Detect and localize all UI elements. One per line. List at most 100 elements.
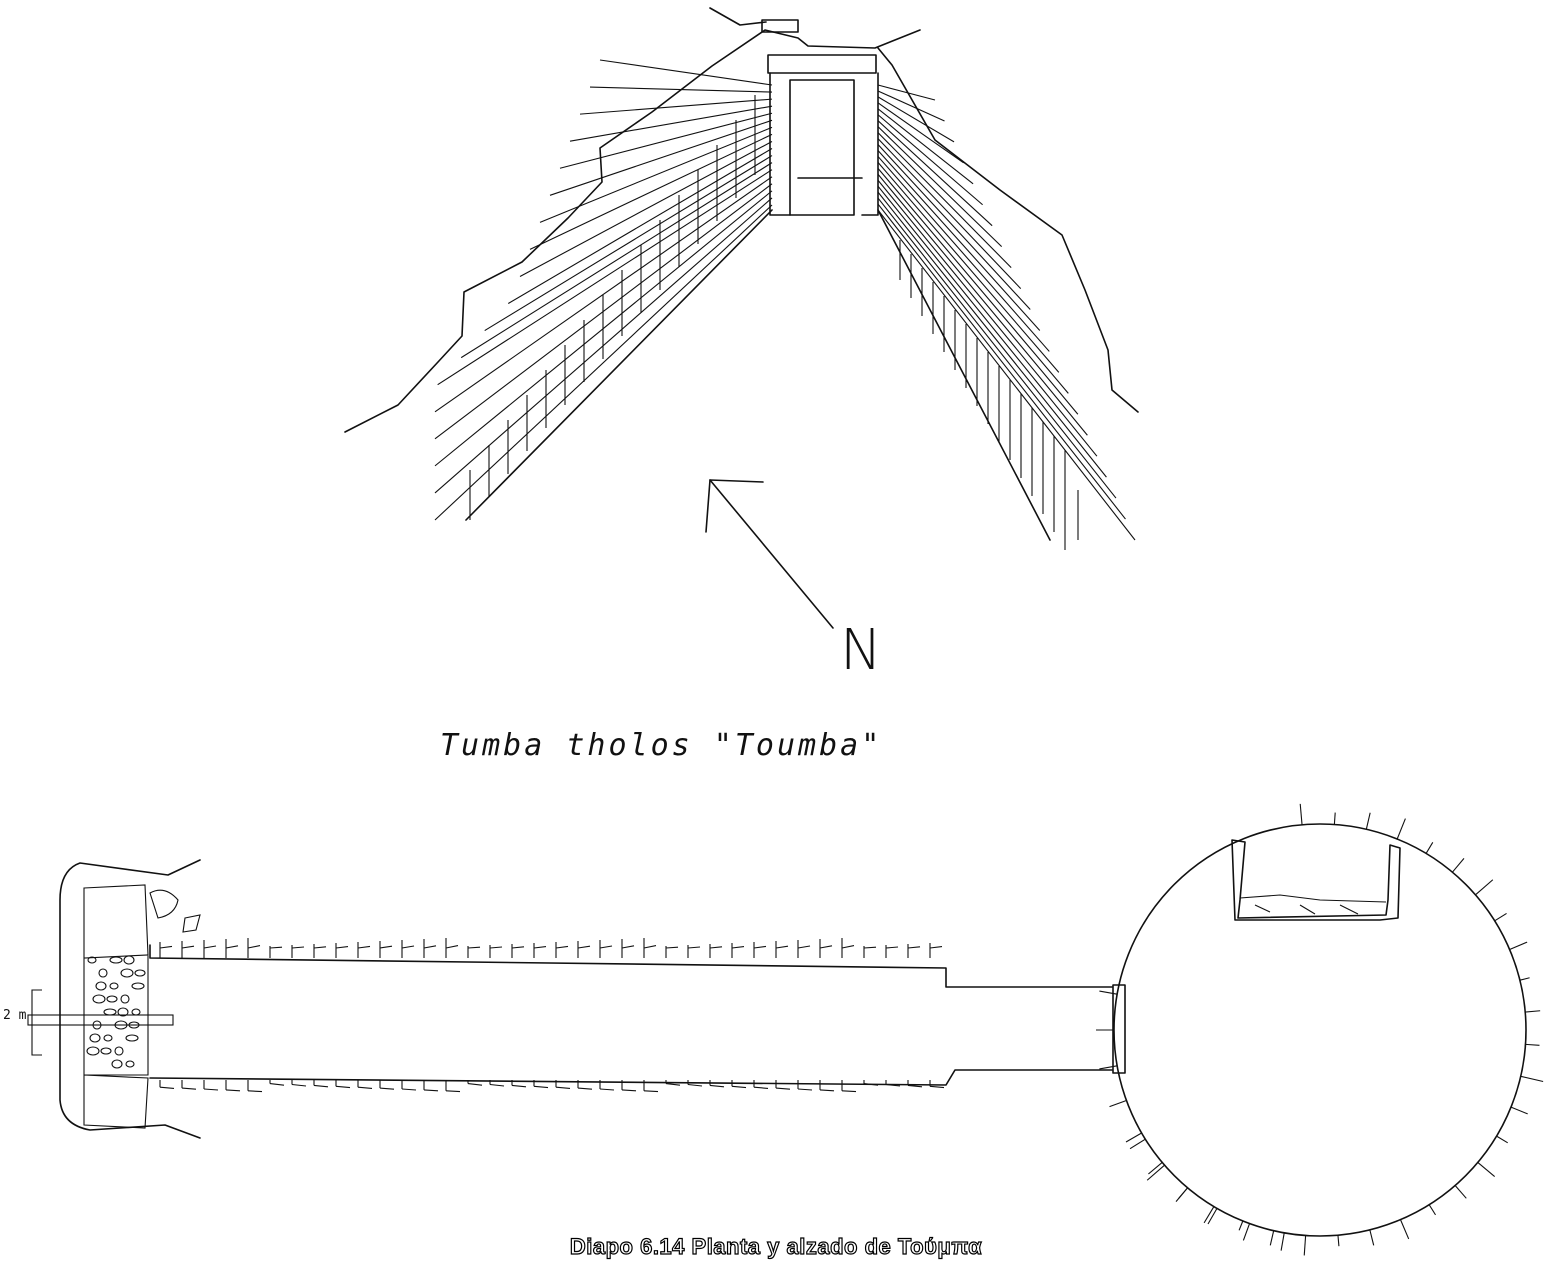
masonry-course bbox=[877, 156, 1050, 352]
cist-grave-stones bbox=[1239, 894, 1387, 915]
chamber-stone bbox=[1099, 1065, 1118, 1070]
wall-stone-edge bbox=[401, 1088, 417, 1091]
wall-stone-edge bbox=[907, 1084, 923, 1088]
masonry-course bbox=[434, 176, 773, 413]
wall-stone-edge bbox=[687, 946, 701, 949]
chamber-stone bbox=[1525, 1043, 1540, 1046]
wall-stone-edge bbox=[313, 946, 327, 949]
masonry-course bbox=[877, 144, 1031, 310]
wall-stone-edge bbox=[643, 1090, 659, 1093]
rubble-stone bbox=[103, 1034, 113, 1042]
dromos-north-wall-inner bbox=[149, 944, 1113, 988]
plan-title: Tumba tholos "Toumba" bbox=[440, 728, 883, 763]
wall-stone-edge bbox=[863, 946, 877, 949]
masonry-course bbox=[599, 59, 773, 86]
chamber-stone bbox=[1525, 1010, 1541, 1013]
chamber-stone bbox=[1519, 977, 1530, 981]
masonry-course bbox=[877, 173, 1079, 415]
chamber-stone bbox=[1299, 803, 1303, 825]
wall-stone-edge bbox=[291, 946, 305, 949]
chamber-stone bbox=[1520, 1075, 1544, 1083]
masonry-course bbox=[877, 167, 1069, 394]
chamber-stone bbox=[1454, 1185, 1467, 1199]
masonry-course bbox=[437, 169, 773, 386]
chamber-stone bbox=[1238, 1220, 1244, 1231]
dromos-south-wall-inner bbox=[149, 1069, 1113, 1086]
right-wall-masonry bbox=[877, 84, 1136, 550]
masonry-course bbox=[559, 112, 773, 169]
chamber-stone bbox=[1399, 1219, 1410, 1240]
wall-stone-edge bbox=[665, 946, 679, 949]
wall-stone-edge bbox=[797, 945, 811, 949]
wall-stone-edge bbox=[687, 1083, 703, 1087]
wall-stone-edge bbox=[313, 1084, 329, 1088]
wall-stone-edge bbox=[841, 945, 855, 949]
dromos-wall-stones bbox=[159, 938, 945, 1093]
facade-stones bbox=[149, 889, 201, 933]
wall-stone-edge bbox=[181, 945, 195, 949]
masonry-course bbox=[507, 148, 773, 305]
rubble-stone bbox=[106, 995, 118, 1003]
rubble-stone bbox=[100, 1047, 112, 1055]
chamber-stone bbox=[1207, 1208, 1218, 1225]
wall-stone-edge bbox=[709, 946, 723, 949]
chamber-stone bbox=[1242, 1223, 1251, 1241]
wall-stone-edge bbox=[423, 1089, 439, 1092]
rubble-stone bbox=[123, 955, 135, 965]
chamber-stone bbox=[1175, 1187, 1189, 1202]
wall-stone-edge bbox=[247, 945, 261, 949]
chamber-stone bbox=[1475, 879, 1494, 896]
wall-stone-edge bbox=[599, 945, 613, 949]
wall-base bbox=[877, 209, 1051, 541]
rubble-stone bbox=[131, 1008, 141, 1016]
wall-stone-edge bbox=[709, 1084, 725, 1088]
wall-stone-edge bbox=[423, 945, 437, 949]
rubble-stone bbox=[134, 969, 146, 977]
wall-stone-edge bbox=[731, 1085, 747, 1089]
masonry-course bbox=[877, 96, 955, 143]
wall-stone-edge bbox=[621, 1089, 637, 1092]
rubble-stone bbox=[109, 956, 123, 964]
doorway bbox=[789, 79, 855, 216]
wall-stone-edge bbox=[269, 1083, 285, 1086]
masonry-course bbox=[877, 197, 1117, 499]
chamber-stone bbox=[1203, 1206, 1215, 1224]
rubble-stone bbox=[95, 981, 107, 991]
chamber-stone bbox=[1396, 818, 1406, 840]
wall-stone-edge bbox=[401, 945, 415, 949]
wall-stone-edge bbox=[885, 1083, 901, 1087]
masonry-course bbox=[877, 179, 1088, 436]
ground-line-left bbox=[344, 29, 921, 433]
wall-stone-edge bbox=[533, 1085, 549, 1089]
masonry-course bbox=[877, 114, 983, 206]
wall-stone-edge bbox=[489, 946, 503, 949]
rubble-stone bbox=[117, 1007, 129, 1017]
wall-stone-edge bbox=[511, 1084, 527, 1088]
wall-stone-edge bbox=[731, 946, 745, 949]
chamber-stone bbox=[1428, 1204, 1436, 1216]
masonry-course bbox=[589, 86, 773, 93]
rubble-stone bbox=[87, 956, 97, 964]
north-arrow-head bbox=[705, 479, 764, 533]
wall-stone-edge bbox=[357, 945, 371, 949]
chamber-stone bbox=[1125, 1132, 1142, 1143]
wall-stone-edge bbox=[775, 1087, 791, 1090]
rubble-stone bbox=[120, 994, 130, 1004]
wall-stone-edge bbox=[357, 1086, 373, 1089]
chamber-wall-stones bbox=[1096, 803, 1544, 1256]
masonry-course bbox=[877, 102, 964, 164]
chamber-stone bbox=[1129, 1138, 1146, 1150]
north-arrow-shaft bbox=[709, 479, 834, 629]
wall-stone-edge bbox=[291, 1083, 307, 1087]
wall-stone-edge bbox=[489, 1083, 505, 1087]
chamber-stone bbox=[1148, 1161, 1163, 1175]
wall-stone-edge bbox=[225, 945, 239, 949]
wall-stone-edge bbox=[203, 1088, 219, 1091]
ground-line-top bbox=[709, 7, 767, 26]
masonry-course bbox=[877, 191, 1107, 478]
rubble-stone bbox=[114, 1046, 124, 1056]
wall-stone-edge bbox=[643, 945, 657, 949]
wall-stone-edge bbox=[885, 946, 899, 949]
masonry-course bbox=[877, 132, 1012, 269]
